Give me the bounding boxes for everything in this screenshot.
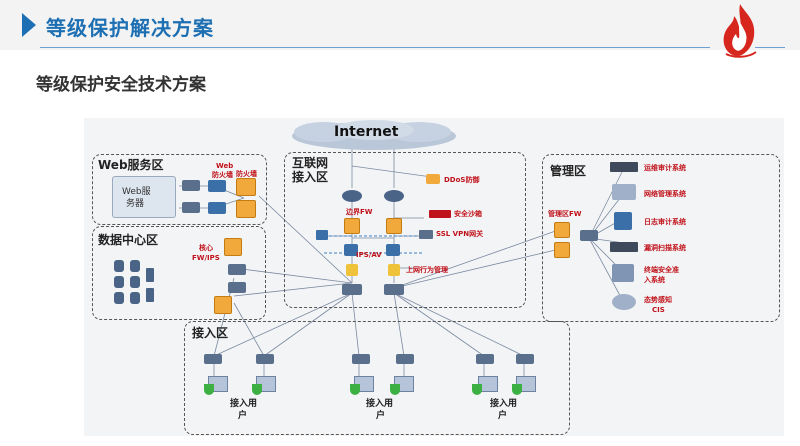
section-subtitle: 等级保护安全技术方案 <box>36 75 206 95</box>
network-diagram: Internet Web服务区 互联网 接入区 管理区 数据中心区 接入区 We… <box>84 118 784 436</box>
zone-management-label: 管理区 <box>550 164 587 178</box>
web-switch-2-icon <box>182 202 200 213</box>
web-switch-1-icon <box>182 180 200 191</box>
waf-label-2: 防火墙 <box>212 171 233 179</box>
shield-3b-icon <box>512 384 522 395</box>
waf-2-icon <box>208 202 226 214</box>
access-user-1-label-1: 接入用 <box>230 399 258 409</box>
nac-icon <box>612 264 634 282</box>
ops-audit-icon <box>610 162 638 172</box>
mgmt-fw-label: 管理区FW <box>548 210 582 218</box>
net-mgmt-icon <box>612 184 636 200</box>
access-switch-2a-icon <box>352 354 370 364</box>
access-switch-1b-icon <box>256 354 274 364</box>
zone-internet-access <box>284 152 526 308</box>
web-server-label-2: 务器 <box>126 199 145 209</box>
mgmt-item-1: 网络管理系统 <box>644 190 686 198</box>
ips-2-icon <box>386 244 400 256</box>
core-fw-1-icon <box>224 238 242 256</box>
ips-av-label: IPS/AV <box>356 251 382 259</box>
cis-label-1: 态势感知 <box>644 296 672 304</box>
ddos-label: DDoS防御 <box>444 176 480 184</box>
shield-3a-icon <box>472 384 482 395</box>
behavior-2-icon <box>388 264 400 276</box>
core-fw-2-icon <box>214 296 232 314</box>
border-fw-2-icon <box>386 218 402 234</box>
nac-label-2: 入系统 <box>644 276 665 284</box>
zone-internet-access-label-1: 互联网 <box>292 156 329 170</box>
access-core-switch-2-icon <box>384 284 404 295</box>
zone-datacenter-label: 数据中心区 <box>98 233 159 247</box>
access-user-2-label-2: 户 <box>376 411 386 421</box>
waf-label-1: Web <box>216 162 234 170</box>
zone-web <box>92 154 267 225</box>
header-arrow-icon <box>22 13 36 37</box>
zone-datacenter <box>92 226 266 320</box>
web-server-icon <box>112 176 176 218</box>
core-fw-label-2: FW/IPS <box>192 254 220 262</box>
web-fw-1-icon <box>236 178 256 196</box>
internet-label: Internet <box>334 124 399 140</box>
access-switch-1a-icon <box>204 354 222 364</box>
border-fw-label: 边界FW <box>346 208 373 216</box>
border-fw-1-icon <box>344 218 360 234</box>
ddos-device-icon <box>426 174 440 184</box>
access-user-3-label-1: 接入用 <box>490 399 518 409</box>
core-switch-2-icon <box>228 282 246 293</box>
cis-icon <box>612 294 636 310</box>
router-1-icon <box>342 190 362 202</box>
flame-logo-icon <box>723 4 757 58</box>
web-server-label-1: Web服 <box>122 187 151 197</box>
shield-2b-icon <box>390 384 400 395</box>
access-user-3-label-2: 户 <box>498 411 508 421</box>
vuln-scan-icon <box>610 242 638 252</box>
mgmt-item-0: 运维审计系统 <box>644 164 686 172</box>
sandbox-label: 安全沙箱 <box>454 210 482 218</box>
ssl-vpn-label: SSL VPN网关 <box>436 230 484 238</box>
access-user-2-label-1: 接入用 <box>366 399 394 409</box>
web-fw-2-icon <box>236 200 256 218</box>
core-switch-1-icon <box>228 264 246 275</box>
mgmt-fw-1-icon <box>554 222 570 238</box>
core-fw-label-1: 核心 <box>199 244 213 252</box>
log-audit-icon <box>614 212 632 230</box>
shield-2a-icon <box>350 384 360 395</box>
page-title: 等级保护解决方案 <box>46 16 214 40</box>
mgmt-switch-icon <box>580 230 598 241</box>
waf-1-icon <box>208 180 226 192</box>
ips-1-icon <box>344 244 358 256</box>
access-switch-3a-icon <box>476 354 494 364</box>
header-divider-right <box>755 47 785 48</box>
mgmt-fw-2-icon <box>554 242 570 258</box>
access-switch-3b-icon <box>516 354 534 364</box>
ssl-vpn-device-icon <box>419 230 433 239</box>
access-user-1-label-2: 户 <box>238 411 248 421</box>
access-core-switch-1-icon <box>342 284 362 295</box>
zone-web-label: Web服务区 <box>98 158 164 172</box>
sandbox-device-icon <box>429 210 451 218</box>
nac-label-1: 终端安全准 <box>644 266 679 274</box>
web-fw-label: 防火墙 <box>236 170 257 178</box>
shield-1b-icon <box>252 384 262 395</box>
access-switch-2b-icon <box>396 354 414 364</box>
zone-internet-access-label-2: 接入区 <box>292 170 329 184</box>
behavior-1-icon <box>346 264 358 276</box>
zone-access <box>184 321 570 435</box>
mgmt-item-3: 漏洞扫描系统 <box>644 244 686 252</box>
router-2-icon <box>384 190 404 202</box>
zone-management <box>542 154 780 322</box>
db-cluster-icon <box>112 258 156 306</box>
vpn-left-icon <box>316 230 328 240</box>
shield-1a-icon <box>204 384 214 395</box>
header-bar <box>0 0 800 50</box>
internet-cloud-icon <box>292 120 456 150</box>
zone-access-label: 接入区 <box>192 326 229 340</box>
cis-label-2: CIS <box>652 306 665 314</box>
behavior-label: 上网行为管理 <box>406 266 448 274</box>
header-divider <box>40 47 710 48</box>
mgmt-item-2: 日志审计系统 <box>644 218 686 226</box>
